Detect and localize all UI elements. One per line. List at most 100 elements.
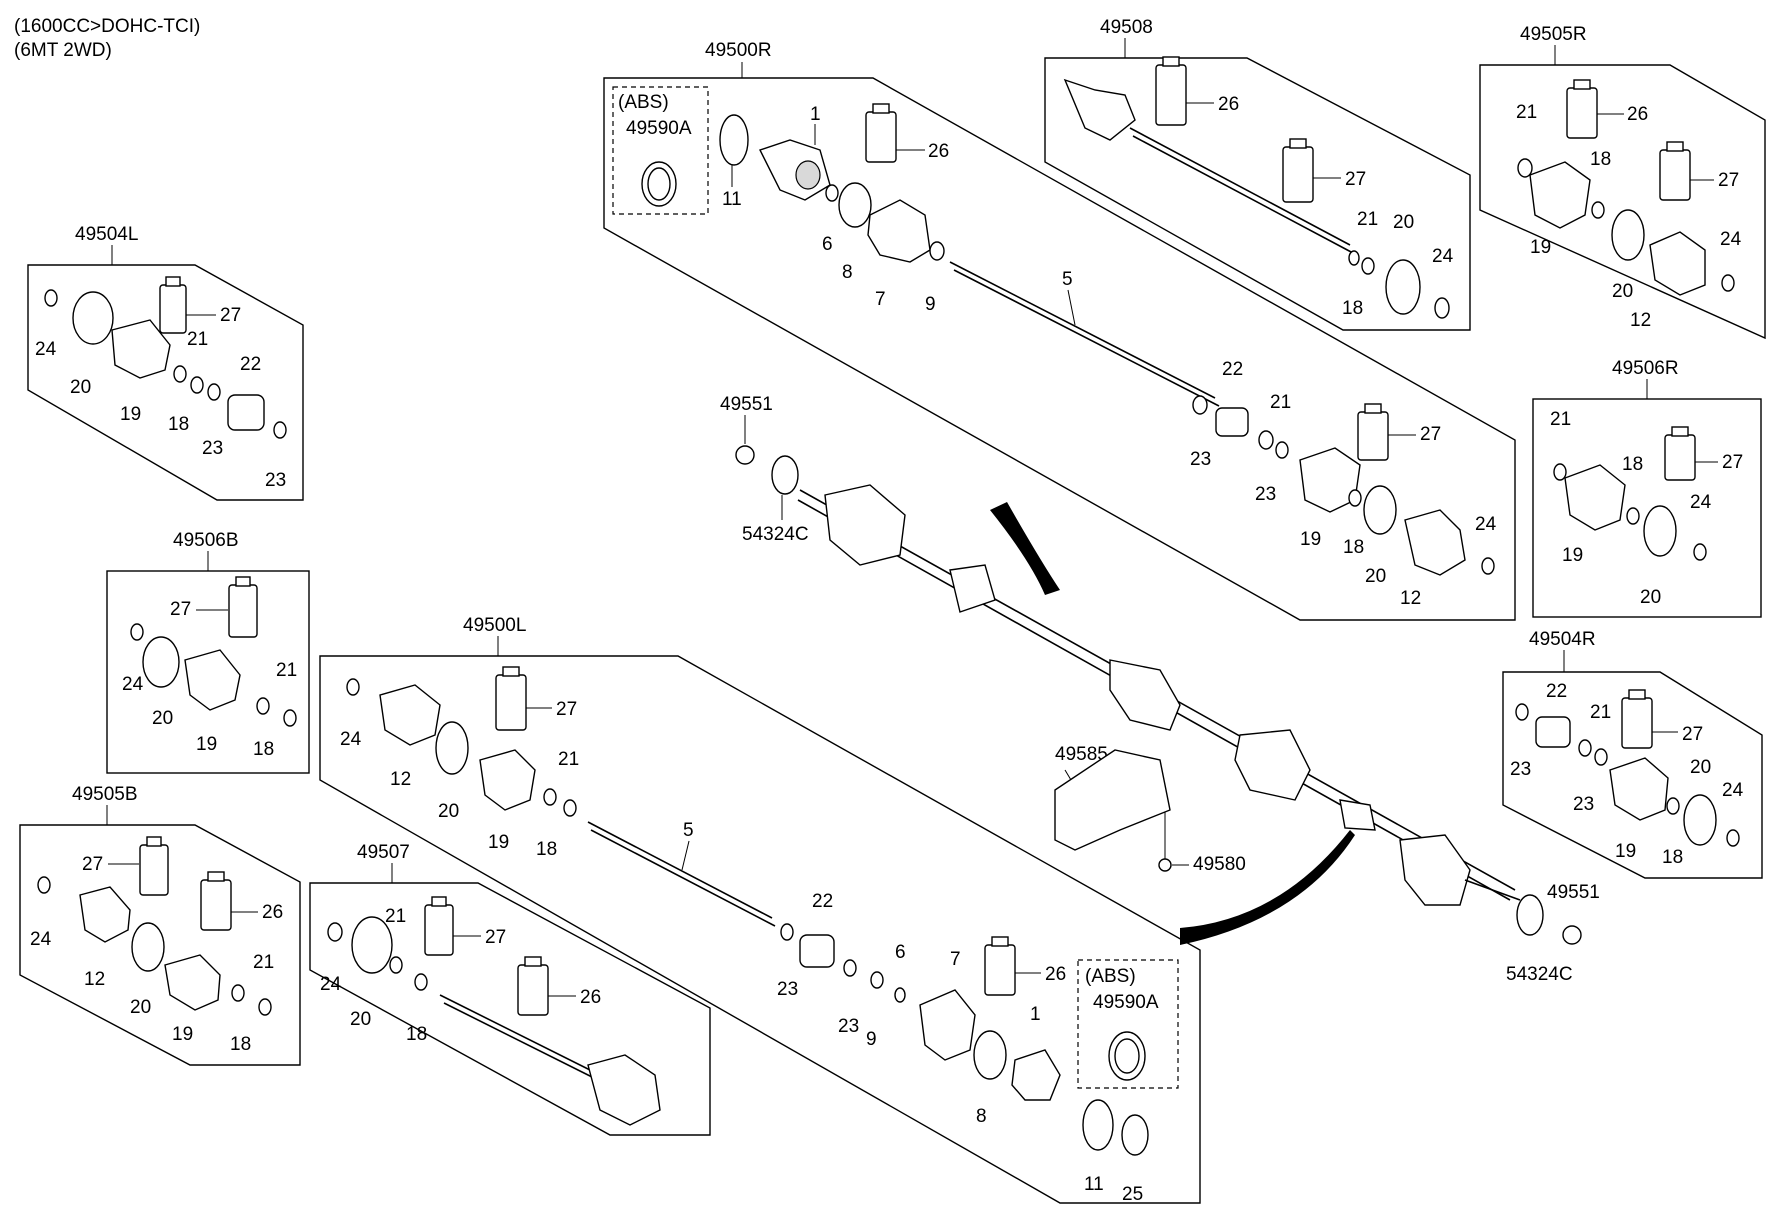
group-label: 49500L (463, 615, 526, 636)
bracket-49585 (1054, 749, 1171, 851)
svg-text:20: 20 (1393, 212, 1414, 233)
svg-text:12: 12 (1630, 310, 1651, 331)
outer-joint (1063, 78, 1136, 141)
group-outline (1502, 671, 1763, 879)
svg-text:24: 24 (35, 339, 57, 360)
svg-text:21: 21 (558, 749, 579, 770)
svg-text:9: 9 (925, 294, 936, 315)
boot-19 (184, 649, 241, 711)
abs-part-number: 49590A (626, 118, 692, 139)
svg-text:23: 23 (265, 470, 286, 491)
svg-text:26: 26 (1627, 104, 1648, 125)
svg-text:18: 18 (1590, 149, 1611, 170)
group-49504L[interactable]: 49504L 24 20 19 27 18 21 23 22 23 (27, 224, 304, 501)
grease-27 (424, 904, 454, 956)
group-label: 49504R (1529, 629, 1596, 650)
group-49508[interactable]: 49508 26 27 21 18 20 24 (1044, 17, 1471, 331)
svg-text:20: 20 (1640, 587, 1661, 608)
svg-text:20: 20 (152, 708, 173, 729)
outer-joint (587, 1054, 661, 1126)
housing-12 (1404, 509, 1466, 576)
svg-text:6: 6 (822, 234, 833, 255)
abs-label: (ABS) (1085, 966, 1136, 987)
svg-text:20: 20 (350, 1009, 371, 1030)
group-49506R[interactable]: 49506R 21 19 18 20 27 24 (1532, 358, 1762, 618)
abs-label: (ABS) (618, 92, 669, 113)
bolt-label: 49580 (1193, 854, 1246, 875)
seal-label-upper: 54324C (742, 524, 809, 545)
grease-27 (1664, 434, 1696, 481)
group-49500R[interactable]: 49500R (ABS) 49590A 11 1 6 8 7 9 26 5 23… (603, 40, 1516, 621)
boot-right (1234, 729, 1311, 801)
svg-text:24: 24 (1432, 246, 1454, 267)
nut-label-lower: 49551 (1547, 882, 1600, 903)
svg-text:24: 24 (1722, 780, 1744, 801)
svg-text:6: 6 (895, 942, 906, 963)
grease-26 (1566, 87, 1598, 139)
abs-part-number: 49590A (1093, 992, 1159, 1013)
group-49507[interactable]: 49507 24 20 21 27 18 26 (309, 842, 711, 1136)
svg-text:18: 18 (230, 1034, 251, 1055)
svg-text:21: 21 (385, 906, 406, 927)
svg-text:22: 22 (1546, 681, 1567, 702)
svg-text:27: 27 (485, 927, 506, 948)
svg-text:18: 18 (168, 414, 189, 435)
oil-seal (771, 455, 799, 495)
svg-text:19: 19 (196, 734, 217, 755)
boot-19 (164, 954, 221, 1011)
shaft-5 (949, 261, 1216, 399)
boot-19 (1609, 757, 1669, 821)
svg-text:26: 26 (262, 902, 283, 923)
group-49505R[interactable]: 49505R 21 26 19 18 20 27 12 24 (1479, 24, 1766, 340)
svg-text:27: 27 (1345, 169, 1366, 190)
group-49505B[interactable]: 49505B 24 12 27 20 26 19 18 21 (19, 784, 301, 1066)
grease-27 (228, 584, 258, 638)
nut-label-upper: 49551 (720, 394, 773, 415)
group-49506B[interactable]: 49506B 24 20 19 27 18 21 (106, 530, 310, 774)
group-label: 49504L (75, 224, 138, 245)
group-label: 49508 (1100, 17, 1153, 38)
svg-text:25: 25 (1122, 1184, 1143, 1205)
svg-text:1: 1 (1030, 1004, 1041, 1025)
abs-box (1077, 959, 1179, 1089)
detail-arrow-upper (990, 502, 1060, 595)
svg-text:23: 23 (777, 979, 798, 1000)
svg-text:27: 27 (1682, 724, 1703, 745)
svg-text:18: 18 (536, 839, 557, 860)
shaft-5 (587, 821, 773, 919)
svg-text:8: 8 (842, 262, 853, 283)
svg-text:19: 19 (1530, 237, 1551, 258)
group-label: 49506B (173, 530, 239, 551)
svg-text:26: 26 (1218, 94, 1239, 115)
svg-text:1: 1 (810, 104, 821, 125)
svg-text:26: 26 (580, 987, 601, 1008)
svg-text:23: 23 (1510, 759, 1531, 780)
svg-text:21: 21 (1590, 702, 1611, 723)
group-label: 49507 (357, 842, 410, 863)
svg-text:18: 18 (1343, 537, 1364, 558)
svg-text:11: 11 (1084, 1174, 1104, 1195)
group-outline (19, 824, 301, 1066)
engine-spec: (1600CC>DOHC-TCI) (14, 16, 200, 37)
group-outline (309, 882, 711, 1136)
svg-text:7: 7 (950, 949, 961, 970)
assembled-driveshaft (735, 445, 1521, 945)
svg-text:20: 20 (1612, 281, 1633, 302)
group-49500L[interactable]: 49500L 24 12 20 27 19 18 21 5 23 22 23 9… (319, 615, 1201, 1205)
svg-text:18: 18 (1342, 298, 1363, 319)
transmission-spec: (6MT 2WD) (14, 40, 112, 61)
svg-text:24: 24 (1720, 229, 1742, 250)
boot-7 (867, 199, 931, 263)
housing-12 (79, 886, 131, 943)
seal-label-lower: 54324C (1506, 964, 1573, 985)
grease-26 (984, 944, 1016, 996)
boot-19 (1564, 464, 1626, 531)
svg-text:19: 19 (1300, 529, 1321, 550)
bracket-label: 49585 (1055, 744, 1108, 765)
svg-text:20: 20 (130, 997, 151, 1018)
tripod-22 (1215, 407, 1249, 437)
svg-text:12: 12 (390, 769, 411, 790)
svg-text:22: 22 (812, 891, 833, 912)
group-49504R[interactable]: 49504R 23 22 23 21 27 19 18 20 24 (1502, 629, 1763, 879)
